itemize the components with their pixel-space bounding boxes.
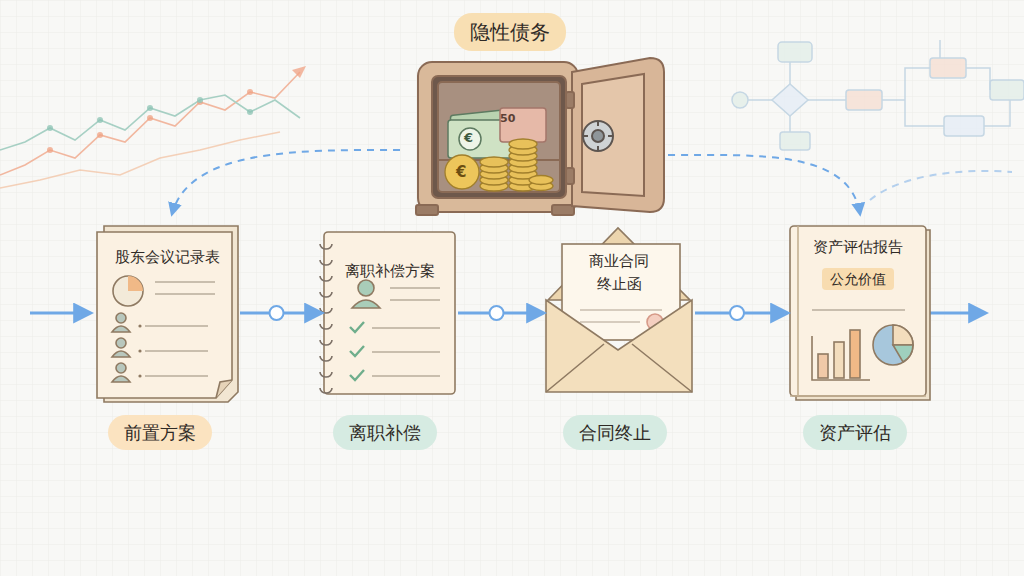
- bill-number: 50: [500, 112, 515, 125]
- flow-connector: [240, 306, 321, 320]
- pill-text: 前置方案: [124, 421, 196, 444]
- pill-text: 合同终止: [579, 421, 651, 444]
- document-title: 股东会议记录表: [115, 248, 220, 268]
- pill-text: 资产评估: [819, 421, 891, 444]
- currency-symbol: €: [456, 163, 466, 181]
- pill-text: 隐性债务: [470, 19, 550, 45]
- flow-connector: [458, 306, 543, 320]
- value-tag: 公允价值: [822, 268, 894, 290]
- stage-pill: 合同终止: [563, 415, 667, 450]
- stage-pill: 前置方案: [108, 415, 212, 450]
- currency-symbol: €: [464, 130, 473, 145]
- stage-pill: 资产评估: [803, 415, 907, 450]
- severance-notebook: 离职补偿方案: [324, 230, 455, 396]
- pill-text: 离职补偿: [349, 421, 421, 444]
- valuation-report: 资产评估报告公允价值: [790, 226, 926, 400]
- document-title: 离职补偿方案: [345, 262, 435, 282]
- meeting-record-doc: 股东会议记录表: [97, 228, 237, 398]
- title-pill: 隐性债务: [454, 13, 566, 51]
- stage-pill: 离职补偿: [333, 415, 437, 450]
- termination-letter: 商业合同 终止函: [546, 228, 692, 398]
- flow-connector: [695, 306, 787, 320]
- document-title: 资产评估报告: [813, 238, 903, 258]
- document-title: 商业合同 终止函: [587, 250, 651, 295]
